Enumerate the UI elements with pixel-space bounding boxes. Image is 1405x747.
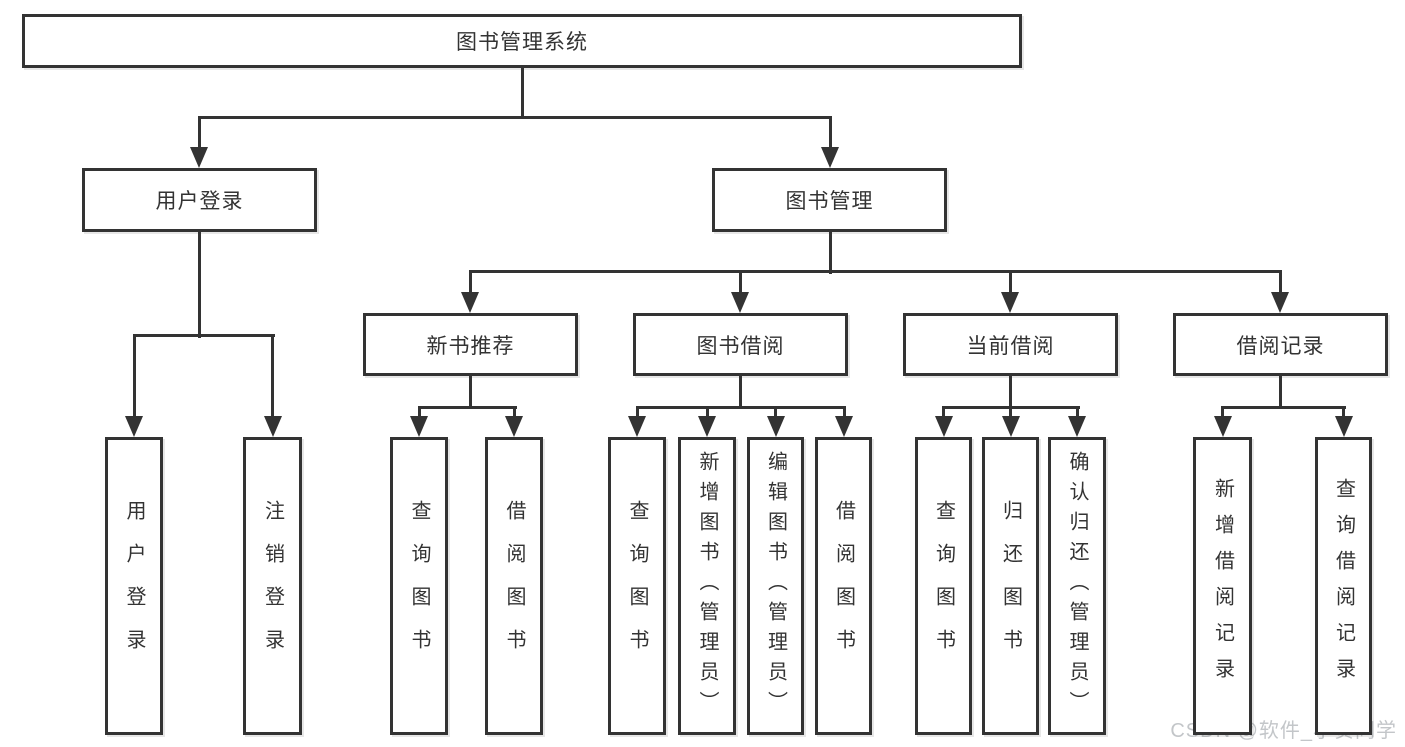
connector-arrow-shaft [828,118,832,150]
arrow-down-icon [934,416,953,437]
arrow-down-icon [821,147,839,168]
connector-line [739,376,742,408]
arrow-down-icon [1001,416,1020,437]
connector-arrow-shaft [942,408,945,419]
node-label: 借阅记录 [1236,334,1325,358]
node-label: 新书推荐 [426,334,515,358]
connector-arrow-shaft [512,408,516,419]
node-leaf-borrow-book-2: 借阅图书 [815,437,872,735]
connector-line [132,334,275,337]
node-leaf-query-book-2: 查询图书 [608,437,666,735]
node-label: 查询图书 [932,500,955,672]
node-label: 确认归还（管理员） [1066,451,1088,721]
connector-line [828,232,832,274]
arrow-down-icon [505,416,523,437]
arrow-down-icon [263,416,282,437]
node-book-mgmt: 图书管理 [712,168,947,232]
node-leaf-edit-book-admin: 编辑图书（管理员） [747,437,804,735]
connector-arrow-shaft [774,408,777,419]
node-leaf-borrow-book-1: 借阅图书 [485,437,543,735]
connector-line [468,270,1282,273]
node-current-borrow: 当前借阅 [903,313,1118,376]
node-label: 查询借阅记录 [1332,478,1355,694]
arrow-down-icon [1334,416,1353,437]
node-label: 查询图书 [626,500,648,672]
node-borrow-record: 借阅记录 [1173,313,1388,376]
node-label: 图书管理 [785,190,874,213]
node-leaf-query-book-3: 查询图书 [915,437,972,735]
connector-line [520,68,524,118]
connector-arrow-shaft [705,408,709,419]
node-label: 新增图书（管理员） [696,451,718,721]
connector-line [197,232,201,338]
node-label: 归还图书 [999,500,1022,672]
node-root: 图书管理系统 [22,14,1022,68]
node-book-borrow: 图书借阅 [633,313,848,376]
arrow-down-icon [1271,292,1289,313]
connector-line [941,406,1080,409]
connector-line [635,406,846,409]
node-leaf-add-book-admin: 新增图书（管理员） [678,437,736,735]
node-leaf-return-book: 归还图书 [982,437,1039,735]
connector-line [1220,406,1346,409]
connector-arrow-shaft [1075,408,1079,419]
node-leaf-query-book-1: 查询图书 [390,437,448,735]
connector-line [417,406,517,409]
arrow-down-icon [698,416,716,437]
arrow-down-icon [410,416,428,437]
connector-arrow-shaft [468,272,472,295]
node-leaf-logout: 注销登录 [243,437,302,735]
arrow-down-icon [461,292,479,313]
connector-arrow-shaft [1009,408,1012,419]
node-label: 编辑图书（管理员） [764,451,787,721]
connector-arrow-shaft [738,272,742,295]
connector-line [1279,376,1282,408]
arrow-down-icon [1001,292,1019,313]
arrow-down-icon [628,416,646,437]
connector-arrow-shaft [635,408,639,419]
connector-arrow-shaft [132,336,136,419]
node-label: 新增借阅记录 [1211,478,1234,694]
connector-line [469,376,472,408]
node-leaf-confirm-return-admin: 确认归还（管理员） [1048,437,1106,735]
connector-arrow-shaft [417,408,421,419]
arrow-down-icon [766,416,785,437]
node-label: 注销登录 [261,500,284,672]
node-user-login: 用户登录 [82,168,317,232]
node-label: 借阅图书 [832,500,855,672]
arrow-down-icon [731,292,749,313]
connector-arrow-shaft [842,408,846,419]
arrow-down-icon [125,416,143,437]
node-leaf-add-borrow-record: 新增借阅记录 [1193,437,1252,735]
node-label: 图书借阅 [696,334,785,358]
arrow-down-icon [1068,416,1086,437]
connector-arrow-shaft [1342,408,1345,419]
connector-line [1009,376,1012,408]
connector-arrow-shaft [197,118,201,150]
node-label: 当前借阅 [966,334,1055,358]
connector-arrow-shaft [1278,272,1282,295]
node-label: 用户登录 [155,190,244,213]
connector-arrow-shaft [1221,408,1224,419]
arrow-down-icon [190,147,208,168]
arrow-down-icon [835,416,853,437]
node-root-label: 图书管理系统 [456,31,588,54]
arrow-down-icon [1213,416,1232,437]
node-leaf-query-borrow-record: 查询借阅记录 [1315,437,1372,735]
connector-line [197,116,832,119]
node-new-book-rec: 新书推荐 [363,313,578,376]
connector-arrow-shaft [271,336,274,419]
node-label: 借阅图书 [503,500,525,672]
node-label: 用户登录 [123,500,145,672]
connector-arrow-shaft [1008,272,1012,295]
node-leaf-user-login: 用户登录 [105,437,163,735]
node-label: 查询图书 [408,500,430,672]
